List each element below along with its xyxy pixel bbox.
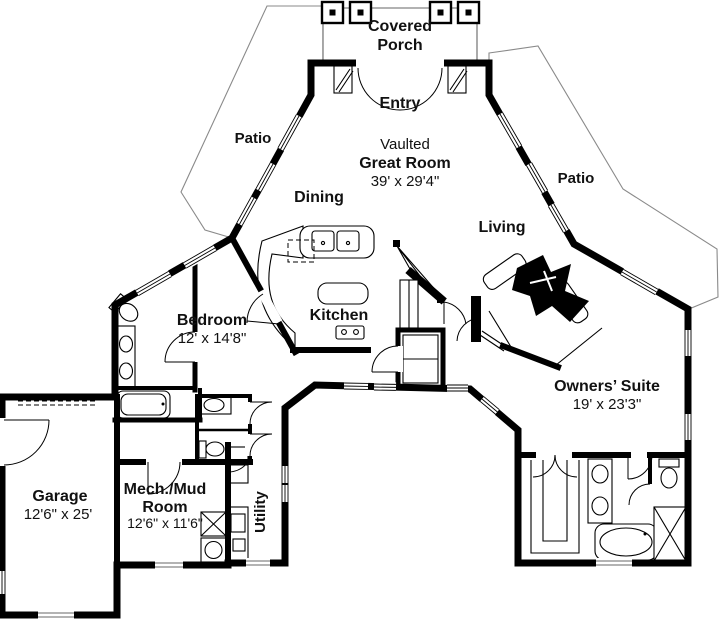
owners-toilet xyxy=(658,458,680,489)
garage-door xyxy=(38,610,74,619)
kitchen-island xyxy=(317,282,369,305)
room-labels: Covered Porch Entry Patio Vaulted Great … xyxy=(24,18,660,533)
owners-tub xyxy=(594,523,658,561)
powder-toilet xyxy=(198,440,225,459)
shower xyxy=(653,506,687,562)
washer xyxy=(200,511,227,537)
entry-sidelight-right xyxy=(447,65,468,94)
fireplace xyxy=(482,253,589,324)
room-label-living: Living xyxy=(478,219,525,236)
bathtub xyxy=(116,390,171,419)
owners-vanity xyxy=(587,458,613,524)
room-label-entry: Entry xyxy=(380,95,421,112)
room-label-covered-porch-2: Porch xyxy=(377,37,422,54)
room-dims-mech-mud: 12'6" x 11'6" xyxy=(127,515,203,531)
powder-vanity xyxy=(197,395,232,415)
porch-outline xyxy=(322,7,478,63)
room-dims-owners-suite: 19' x 23'3" xyxy=(573,396,642,413)
porch-columns xyxy=(320,0,481,25)
room-label-bedroom: Bedroom xyxy=(177,312,247,329)
room-dims-great-room: 39' x 29'4" xyxy=(371,173,440,190)
room-label-mech-mud-2: Room xyxy=(142,499,187,516)
room-label-garage: Garage xyxy=(32,488,87,505)
room-dims-garage: 12'6" x 25' xyxy=(24,506,93,523)
kitchen-sink xyxy=(311,230,360,252)
exterior-walls xyxy=(0,59,692,619)
room-label-dining: Dining xyxy=(294,189,344,206)
media-niche xyxy=(393,240,447,329)
kitchen-counter xyxy=(257,225,375,350)
room-dims-bedroom: 12' x 14'8" xyxy=(178,330,247,347)
entry-sidelight-left xyxy=(333,65,354,94)
doors xyxy=(0,58,653,506)
room-label-great-room: Great Room xyxy=(359,155,451,172)
dryer xyxy=(200,537,227,563)
garage-header-line xyxy=(18,400,96,406)
room-label-patio-right: Patio xyxy=(558,170,595,187)
room-label-owners-suite: Owners’ Suite xyxy=(554,378,660,395)
room-label-utility: Utility xyxy=(252,491,269,533)
room-label-vaulted: Vaulted xyxy=(380,136,430,153)
bath-vanity xyxy=(115,325,136,389)
room-label-kitchen: Kitchen xyxy=(310,307,369,324)
owners-closet xyxy=(530,460,580,554)
room-label-mech-mud-1: Mech./Mud xyxy=(124,481,207,498)
kitchen-range xyxy=(335,325,365,340)
room-label-patio-left: Patio xyxy=(235,130,272,147)
room-label-covered-porch-1: Covered xyxy=(368,18,432,35)
